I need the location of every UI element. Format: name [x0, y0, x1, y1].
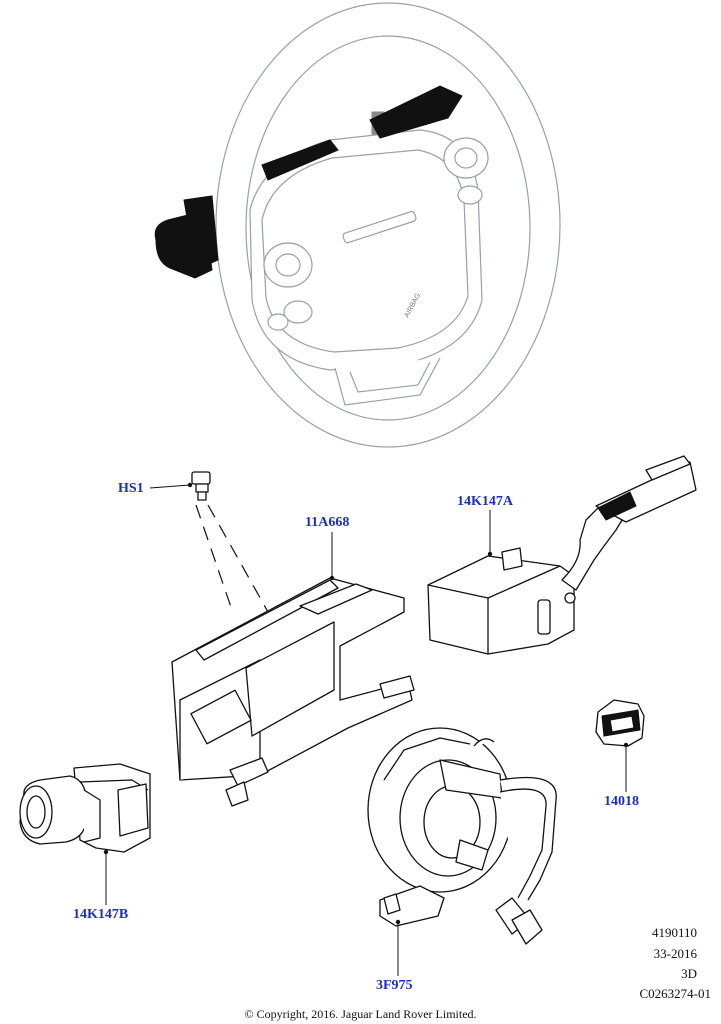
bracket-11a668: [171, 577, 415, 807]
callout-14018[interactable]: 14018: [604, 794, 639, 809]
reference-number: 4190110: [651, 925, 697, 940]
clockspring-3f975: [367, 727, 557, 945]
wiper-switch-14k147a: [427, 455, 697, 655]
reference-view: 3D: [681, 966, 697, 981]
leader-lines: [103, 482, 629, 976]
hs1-bolt: [191, 471, 269, 613]
callout-3f975[interactable]: 3F975: [376, 978, 413, 993]
switch-14018: [595, 699, 645, 747]
reference-date: 33-2016: [653, 946, 697, 961]
callout-hs1[interactable]: HS1: [118, 481, 144, 496]
copyright-notice: © Copyright, 2016. Jaguar Land Rover Lim…: [244, 1007, 477, 1021]
callout-14k147a[interactable]: 14K147A: [457, 494, 513, 509]
reference-code: C0263274-01: [639, 986, 712, 1001]
callout-14k147b[interactable]: 14K147B: [73, 907, 129, 922]
callout-11a668[interactable]: 11A668: [305, 515, 350, 530]
steering-wheel-illustration: AIRBAG: [154, 2, 561, 448]
light-switch-14k147b: [19, 763, 151, 853]
